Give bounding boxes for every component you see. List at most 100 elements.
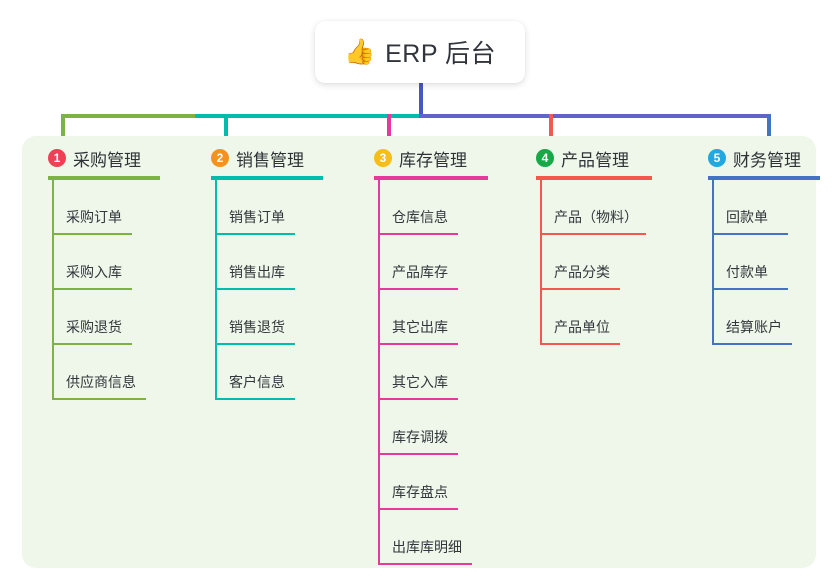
branch-item-label: 其它入库	[392, 374, 448, 390]
branch-item-label: 销售订单	[229, 209, 285, 225]
branch-items: 销售订单销售出库销售退货客户信息	[198, 180, 346, 400]
branch-title: 财务管理	[733, 150, 801, 170]
branch-spine	[52, 180, 54, 400]
branch-item-underline	[378, 288, 458, 290]
branch-item-label: 出库库明细	[392, 539, 462, 555]
branch-spine	[540, 180, 542, 345]
branch-underline	[536, 176, 652, 180]
branch-items: 回款单付款单结算账户	[695, 180, 835, 345]
branch-header-5[interactable]: 5 财务管理	[695, 146, 835, 170]
branch-underline	[48, 176, 160, 180]
branch-title: 库存管理	[399, 150, 467, 170]
branch-item-underline	[712, 343, 792, 345]
root-node[interactable]: 👍 ERP 后台	[315, 21, 525, 83]
branch-item-underline	[215, 343, 295, 345]
branch-underline	[211, 176, 323, 180]
branch-items: 仓库信息产品库存其它出库其它入库库存调拨库存盘点出库库明细	[361, 180, 511, 565]
diagram-panel	[22, 136, 816, 568]
branch-item-label: 采购入库	[66, 264, 122, 280]
branch-number-badge: 3	[374, 149, 392, 167]
branch-items: 产品（物料） 产品分类产品单位	[523, 180, 693, 345]
branch-item[interactable]: 销售订单	[198, 180, 346, 235]
branch-item[interactable]: 结算账户	[695, 290, 835, 345]
branch-item[interactable]: 产品库存	[361, 235, 511, 290]
branch-number-badge: 4	[536, 149, 554, 167]
root-connector-stem	[419, 83, 423, 116]
branch-item-underline	[378, 508, 458, 510]
branch-item[interactable]: 付款单	[695, 235, 835, 290]
branch-item-underline	[378, 563, 472, 565]
branch-drop-2	[224, 114, 228, 150]
branch-header-3[interactable]: 3 库存管理	[361, 146, 511, 170]
branch-title: 产品管理	[561, 150, 629, 170]
root-node-title: ERP 后台	[385, 40, 497, 68]
branch-underline	[708, 176, 820, 180]
branch-column-5: 5 财务管理回款单付款单结算账户	[695, 146, 835, 345]
branch-item-label: 回款单	[726, 209, 768, 225]
branch-item[interactable]: 回款单	[695, 180, 835, 235]
branch-item-underline	[215, 398, 295, 400]
branch-item[interactable]: 其它入库	[361, 345, 511, 400]
branch-underline	[374, 176, 488, 180]
branch-item-label: 客户信息	[229, 374, 285, 390]
branch-item-label: 仓库信息	[392, 209, 448, 225]
branch-item-underline	[215, 233, 295, 235]
branch-items: 采购订单采购入库采购退货供应商信息	[35, 180, 190, 400]
branch-item[interactable]: 客户信息	[198, 345, 346, 400]
branch-item-underline	[52, 233, 132, 235]
branch-item-underline	[540, 233, 646, 235]
branch-item-label: 产品（物料）	[554, 209, 638, 225]
branch-drop-1	[61, 114, 65, 150]
branch-header-4[interactable]: 4 产品管理	[523, 146, 693, 170]
branch-item[interactable]: 供应商信息	[35, 345, 190, 400]
branch-item[interactable]: 采购退货	[35, 290, 190, 345]
branch-item-label: 供应商信息	[66, 374, 136, 390]
branch-number-badge: 2	[211, 149, 229, 167]
branch-number-badge: 5	[708, 149, 726, 167]
branch-item-label: 采购订单	[66, 209, 122, 225]
branch-item-label: 付款单	[726, 264, 768, 280]
branch-item-label: 产品分类	[554, 264, 610, 280]
branch-column-3: 3 库存管理仓库信息产品库存其它出库其它入库库存调拨库存盘点出库库明细	[361, 146, 511, 565]
branch-item[interactable]: 库存盘点	[361, 455, 511, 510]
branch-drop-5	[767, 114, 771, 150]
branch-spine	[712, 180, 714, 345]
branch-drop-3	[387, 114, 391, 150]
branch-item-label: 库存盘点	[392, 484, 448, 500]
branch-item[interactable]: 产品（物料）	[523, 180, 693, 235]
branch-title: 销售管理	[236, 150, 304, 170]
branch-item-underline	[52, 343, 132, 345]
branch-item-label: 销售出库	[229, 264, 285, 280]
branch-item-underline	[52, 398, 146, 400]
branch-item[interactable]: 销售退货	[198, 290, 346, 345]
branch-drop-4	[549, 114, 553, 150]
branch-item[interactable]: 仓库信息	[361, 180, 511, 235]
branch-item-underline	[215, 288, 295, 290]
branch-column-2: 2 销售管理销售订单销售出库销售退货客户信息	[198, 146, 346, 400]
branch-item[interactable]: 采购订单	[35, 180, 190, 235]
branch-item-underline	[540, 343, 620, 345]
branch-item[interactable]: 销售出库	[198, 235, 346, 290]
branch-header-2[interactable]: 2 销售管理	[198, 146, 346, 170]
branch-item-underline	[378, 453, 458, 455]
branch-item[interactable]: 出库库明细	[361, 510, 511, 565]
branch-item[interactable]: 库存调拨	[361, 400, 511, 455]
branch-item-underline	[52, 288, 132, 290]
branch-item[interactable]: 采购入库	[35, 235, 190, 290]
branch-title: 采购管理	[73, 150, 141, 170]
branch-item-label: 结算账户	[726, 319, 782, 335]
branch-column-4: 4 产品管理产品（物料） 产品分类产品单位	[523, 146, 693, 345]
branch-item[interactable]: 产品单位	[523, 290, 693, 345]
branch-item-label: 销售退货	[229, 319, 285, 335]
branch-spine	[378, 180, 380, 565]
branch-item-label: 采购退货	[66, 319, 122, 335]
branch-item-underline	[378, 398, 458, 400]
branch-item[interactable]: 其它出库	[361, 290, 511, 345]
branch-item-underline	[378, 233, 458, 235]
branch-item-label: 其它出库	[392, 319, 448, 335]
branch-item-underline	[540, 288, 620, 290]
branch-item-underline	[712, 233, 788, 235]
branch-item[interactable]: 产品分类	[523, 235, 693, 290]
